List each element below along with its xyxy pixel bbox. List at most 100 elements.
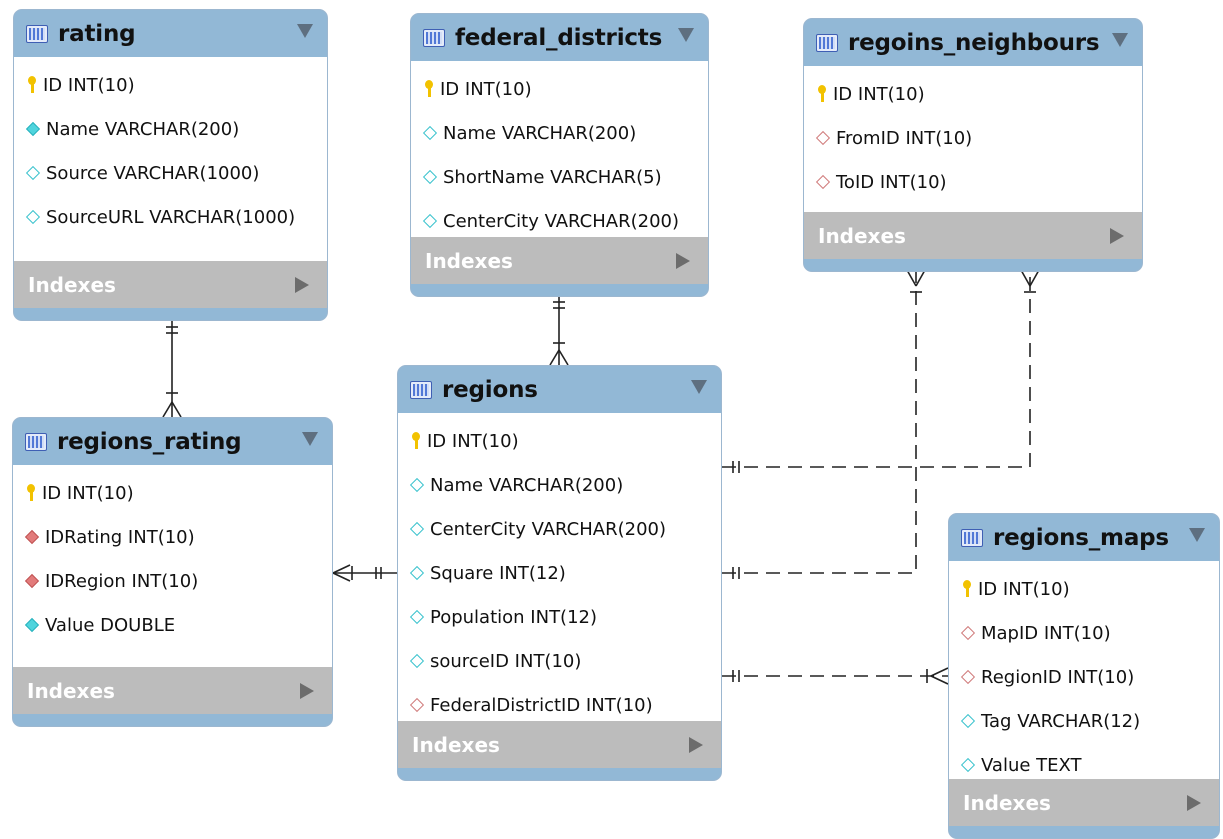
indexes-section[interactable]: Indexes xyxy=(398,721,721,768)
column-row[interactable]: MapID INT(10) xyxy=(949,611,1219,655)
entity-columns: ID INT(10) Name VARCHAR(200) ShortName V… xyxy=(411,61,708,237)
column-label: ID INT(10) xyxy=(42,482,134,504)
column-label: FederalDistrictID INT(10) xyxy=(430,694,653,716)
outline-red-diamond-icon xyxy=(960,669,976,685)
primary-key-icon xyxy=(960,579,974,599)
column-row[interactable]: Population INT(12) xyxy=(398,595,721,639)
primary-key-icon xyxy=(25,75,39,95)
column-label: ID INT(10) xyxy=(833,83,925,105)
column-label: ShortName VARCHAR(5) xyxy=(443,166,662,188)
entity-footer xyxy=(949,826,1219,838)
indexes-label: Indexes xyxy=(425,248,513,273)
entity-footer xyxy=(411,284,708,296)
column-row[interactable]: Source VARCHAR(1000) xyxy=(14,151,327,195)
column-row[interactable]: FromID INT(10) xyxy=(804,116,1142,160)
column-row[interactable]: ID INT(10) xyxy=(13,471,332,515)
entity-regoins-neighbours[interactable]: regoins_neighbours ID INT(10) FromID INT… xyxy=(803,18,1143,272)
column-row[interactable]: ID INT(10) xyxy=(804,72,1142,116)
relationship-regions-neighbours-from xyxy=(722,269,926,579)
entity-regions[interactable]: regions ID INT(10) Name VARCHAR(200) Cen… xyxy=(397,365,722,781)
column-row[interactable]: Value TEXT xyxy=(949,743,1219,787)
indexes-section[interactable]: Indexes xyxy=(13,667,332,714)
column-row[interactable]: Square INT(12) xyxy=(398,551,721,595)
outline-red-diamond-icon xyxy=(960,625,976,641)
collapse-arrow-icon[interactable] xyxy=(302,432,318,446)
entity-header[interactable]: rating xyxy=(14,10,327,57)
table-icon xyxy=(26,24,48,43)
entity-title: regions xyxy=(442,376,538,403)
column-row[interactable]: sourceID INT(10) xyxy=(398,639,721,683)
column-row[interactable]: IDRegion INT(10) xyxy=(13,559,332,603)
outline-cyan-diamond-icon xyxy=(409,653,425,669)
column-label: IDRating INT(10) xyxy=(45,526,195,548)
indexes-label: Indexes xyxy=(818,223,906,248)
collapse-arrow-icon[interactable] xyxy=(1112,33,1128,47)
entity-header[interactable]: federal_districts xyxy=(411,14,708,61)
column-row[interactable]: ID INT(10) xyxy=(14,63,327,107)
column-row[interactable]: Tag VARCHAR(12) xyxy=(949,699,1219,743)
column-row[interactable]: SourceURL VARCHAR(1000) xyxy=(14,195,327,239)
column-label: Name VARCHAR(200) xyxy=(430,474,624,496)
column-row[interactable]: Name VARCHAR(200) xyxy=(411,111,708,155)
indexes-section[interactable]: Indexes xyxy=(804,212,1142,259)
relationship-regions-regions-maps xyxy=(722,667,949,685)
column-row[interactable]: CenterCity VARCHAR(200) xyxy=(398,507,721,551)
indexes-section[interactable]: Indexes xyxy=(411,237,708,284)
entity-footer xyxy=(398,768,721,780)
indexes-label: Indexes xyxy=(963,790,1051,815)
column-row[interactable]: ToID INT(10) xyxy=(804,160,1142,204)
entity-regions-rating[interactable]: regions_rating ID INT(10) IDRating INT(1… xyxy=(12,417,333,727)
table-icon xyxy=(423,28,445,47)
column-label: Tag VARCHAR(12) xyxy=(981,710,1141,732)
collapse-arrow-icon[interactable] xyxy=(678,28,694,42)
entity-header[interactable]: regions_rating xyxy=(13,418,332,465)
outline-red-diamond-icon xyxy=(815,174,831,190)
column-row[interactable]: CenterCity VARCHAR(200) xyxy=(411,199,708,243)
relationship-regions-neighbours-to xyxy=(722,269,1040,473)
outline-cyan-diamond-icon xyxy=(25,165,41,181)
column-row[interactable]: RegionID INT(10) xyxy=(949,655,1219,699)
outline-cyan-diamond-icon xyxy=(960,713,976,729)
column-label: RegionID INT(10) xyxy=(981,666,1135,688)
entity-footer xyxy=(14,308,327,320)
outline-cyan-diamond-icon xyxy=(409,609,425,625)
expand-arrow-icon[interactable] xyxy=(295,277,309,293)
column-row[interactable]: IDRating INT(10) xyxy=(13,515,332,559)
entity-regions-maps[interactable]: regions_maps ID INT(10) MapID INT(10) Re… xyxy=(948,513,1220,839)
collapse-arrow-icon[interactable] xyxy=(297,24,313,38)
indexes-label: Indexes xyxy=(28,272,116,297)
column-row[interactable]: Value DOUBLE xyxy=(13,603,332,647)
entity-header[interactable]: regoins_neighbours xyxy=(804,19,1142,66)
expand-arrow-icon[interactable] xyxy=(689,737,703,753)
primary-key-icon xyxy=(815,84,829,104)
entity-columns: ID INT(10) MapID INT(10) RegionID INT(10… xyxy=(949,561,1219,779)
outline-cyan-diamond-icon xyxy=(422,125,438,141)
expand-arrow-icon[interactable] xyxy=(1187,795,1201,811)
entity-columns: ID INT(10) Name VARCHAR(200) CenterCity … xyxy=(398,413,721,721)
indexes-section[interactable]: Indexes xyxy=(14,261,327,308)
collapse-arrow-icon[interactable] xyxy=(1189,528,1205,542)
column-row[interactable]: ID INT(10) xyxy=(949,567,1219,611)
entity-header[interactable]: regions_maps xyxy=(949,514,1219,561)
expand-arrow-icon[interactable] xyxy=(676,253,690,269)
expand-arrow-icon[interactable] xyxy=(1110,228,1124,244)
column-row[interactable]: ID INT(10) xyxy=(398,419,721,463)
indexes-section[interactable]: Indexes xyxy=(949,779,1219,826)
column-label: ToID INT(10) xyxy=(836,171,947,193)
entity-federal-districts[interactable]: federal_districts ID INT(10) Name VARCHA… xyxy=(410,13,709,297)
relationship-regions-regions-rating xyxy=(332,564,397,582)
expand-arrow-icon[interactable] xyxy=(300,683,314,699)
column-row[interactable]: Name VARCHAR(200) xyxy=(398,463,721,507)
column-row[interactable]: FederalDistrictID INT(10) xyxy=(398,683,721,727)
collapse-arrow-icon[interactable] xyxy=(691,380,707,394)
column-row[interactable]: Name VARCHAR(200) xyxy=(14,107,327,151)
entity-header[interactable]: regions xyxy=(398,366,721,413)
entity-rating[interactable]: rating ID INT(10) Name VARCHAR(200) Sour… xyxy=(13,9,328,321)
outline-cyan-diamond-icon xyxy=(960,757,976,773)
column-row[interactable]: ID INT(10) xyxy=(411,67,708,111)
column-label: Name VARCHAR(200) xyxy=(46,118,240,140)
column-label: Population INT(12) xyxy=(430,606,598,628)
column-row[interactable]: ShortName VARCHAR(5) xyxy=(411,155,708,199)
table-icon xyxy=(816,33,838,52)
column-label: FromID INT(10) xyxy=(836,127,973,149)
